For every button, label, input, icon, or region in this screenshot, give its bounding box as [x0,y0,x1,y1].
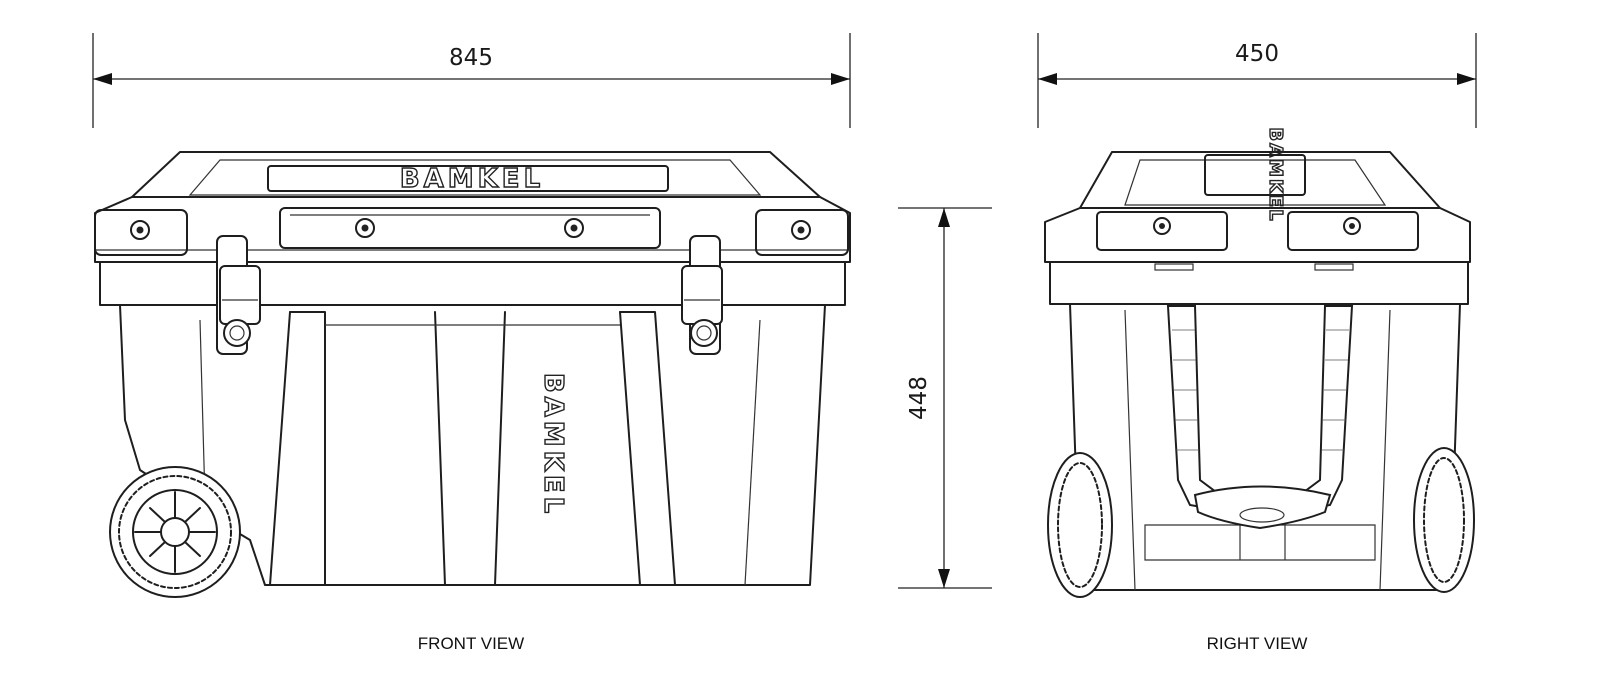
front-wheel [109,466,241,598]
depth-value: 450 [1235,41,1279,67]
right-lid-brand-logo: BAMKEL [1265,127,1286,222]
width-dimension: 845 [92,33,851,128]
right-left-wheel [1047,452,1113,598]
lid-bolts [130,218,811,240]
tow-handle [1166,305,1354,530]
depth-dimension: 450 [1037,33,1477,128]
lid-brand-logo: BAMKEL [400,164,544,194]
right-view-label: RIGHT VIEW [1207,634,1308,653]
body-brand-logo: BAMKEL [538,373,568,517]
left-latch [216,235,261,355]
front-view-cooler: BAMKEL BAMKEL [94,151,851,598]
front-view-label: FRONT VIEW [418,634,524,653]
width-value: 845 [449,45,493,71]
height-dimension: 448 [898,207,992,589]
right-latch [681,235,723,355]
right-view-cooler: BAMKEL [1044,127,1475,598]
height-value: 448 [906,376,932,420]
right-lid-bolts [1153,217,1361,235]
right-right-wheel [1413,447,1475,593]
